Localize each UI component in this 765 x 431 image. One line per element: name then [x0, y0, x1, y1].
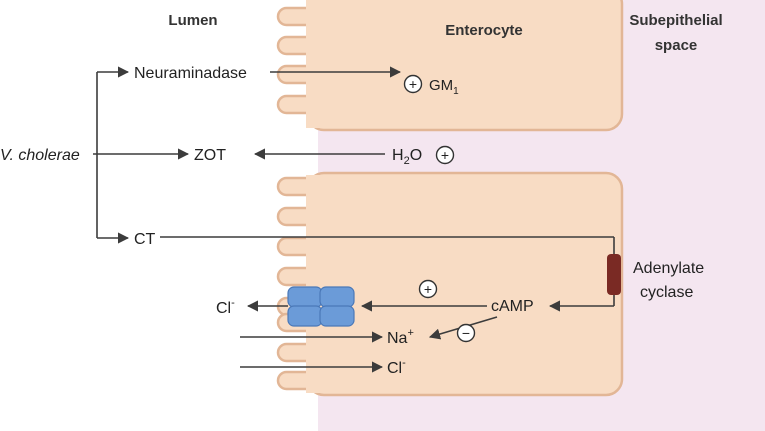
adenylate-label-line2: cyclase: [640, 284, 693, 301]
minus-circle-na: [456, 323, 476, 343]
plus-circle-gm1: [403, 74, 423, 94]
adenylate-label-line1: Adenylate: [633, 260, 704, 277]
chloride-channel: [287, 286, 355, 327]
gm1-label: GM1: [429, 77, 459, 97]
enterocyte-header: Enterocyte: [445, 22, 523, 39]
plus-sign-h2o: +: [441, 147, 449, 163]
plus-sign-camp: +: [424, 281, 432, 297]
enterocyte-top: [276, 0, 624, 132]
plus-circle-camp: [418, 279, 438, 299]
plus-circle-h2o: [435, 145, 455, 165]
subepithelial-header-line2: space: [655, 37, 698, 54]
minus-sign-na: −: [462, 325, 470, 341]
ct-label: CT: [134, 231, 156, 248]
enterocyte-bottom: [276, 171, 624, 397]
h2o-label: H2O: [392, 147, 422, 167]
na-label: Na+: [387, 327, 414, 347]
camp-label: cAMP: [491, 298, 534, 315]
neuraminadase-label: Neuraminadase: [134, 65, 247, 82]
zot-label: ZOT: [194, 147, 226, 164]
plus-sign-gm1: +: [409, 76, 417, 92]
cl-out-label: Cl-: [216, 297, 235, 317]
v-cholerae-label: V. cholerae: [0, 147, 80, 164]
adenylate-cyclase-marker: [607, 254, 621, 295]
lumen-header: Lumen: [168, 12, 217, 29]
cl-in-label: Cl-: [387, 357, 406, 377]
subepithelial-header-line1: Subepithelial: [629, 12, 722, 29]
